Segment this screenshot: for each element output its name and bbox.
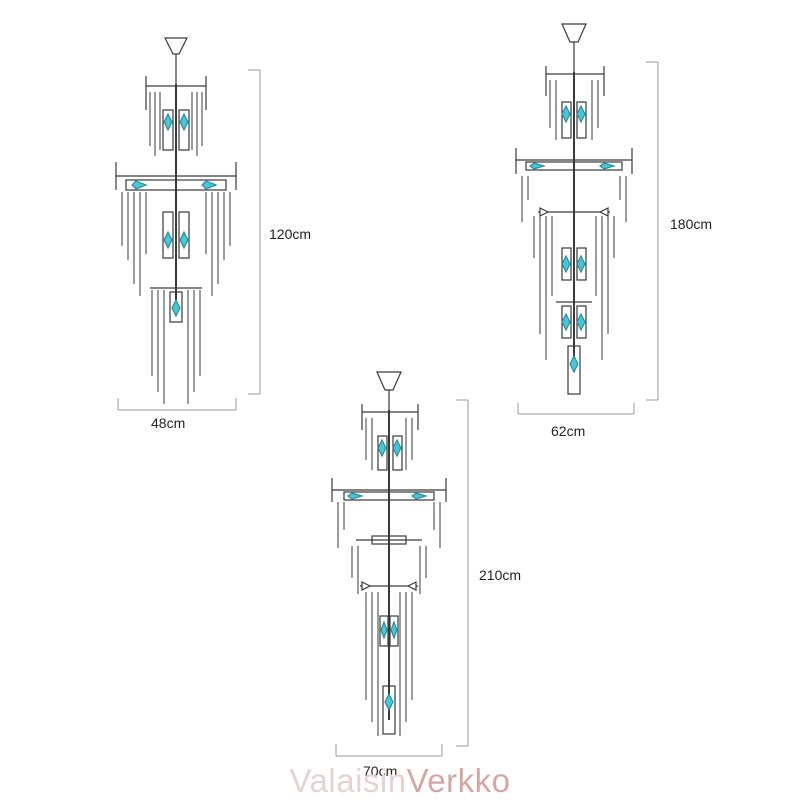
chandelier-large [331,371,447,736]
dimension-height-small [248,69,261,395]
dimension-width-medium [517,403,635,415]
watermark-logo: ValaisinVerkko [0,762,800,800]
height-label-small: 120cm [269,226,311,242]
dimension-width-large [335,744,443,757]
height-label-large: 210cm [479,567,521,583]
width-label-small: 48cm [151,415,185,431]
dimension-height-medium [646,61,659,401]
width-label-large: 70cm [363,763,397,779]
dimension-height-large [456,399,469,747]
width-label-medium: 62cm [551,423,585,439]
dimension-width-small [117,398,237,411]
watermark-part2: Verkko [406,762,511,799]
height-label-medium: 180cm [670,216,712,232]
chandelier-medium [515,23,633,395]
chandelier-small [115,37,237,404]
watermark-part1: Valaisin [289,762,407,799]
